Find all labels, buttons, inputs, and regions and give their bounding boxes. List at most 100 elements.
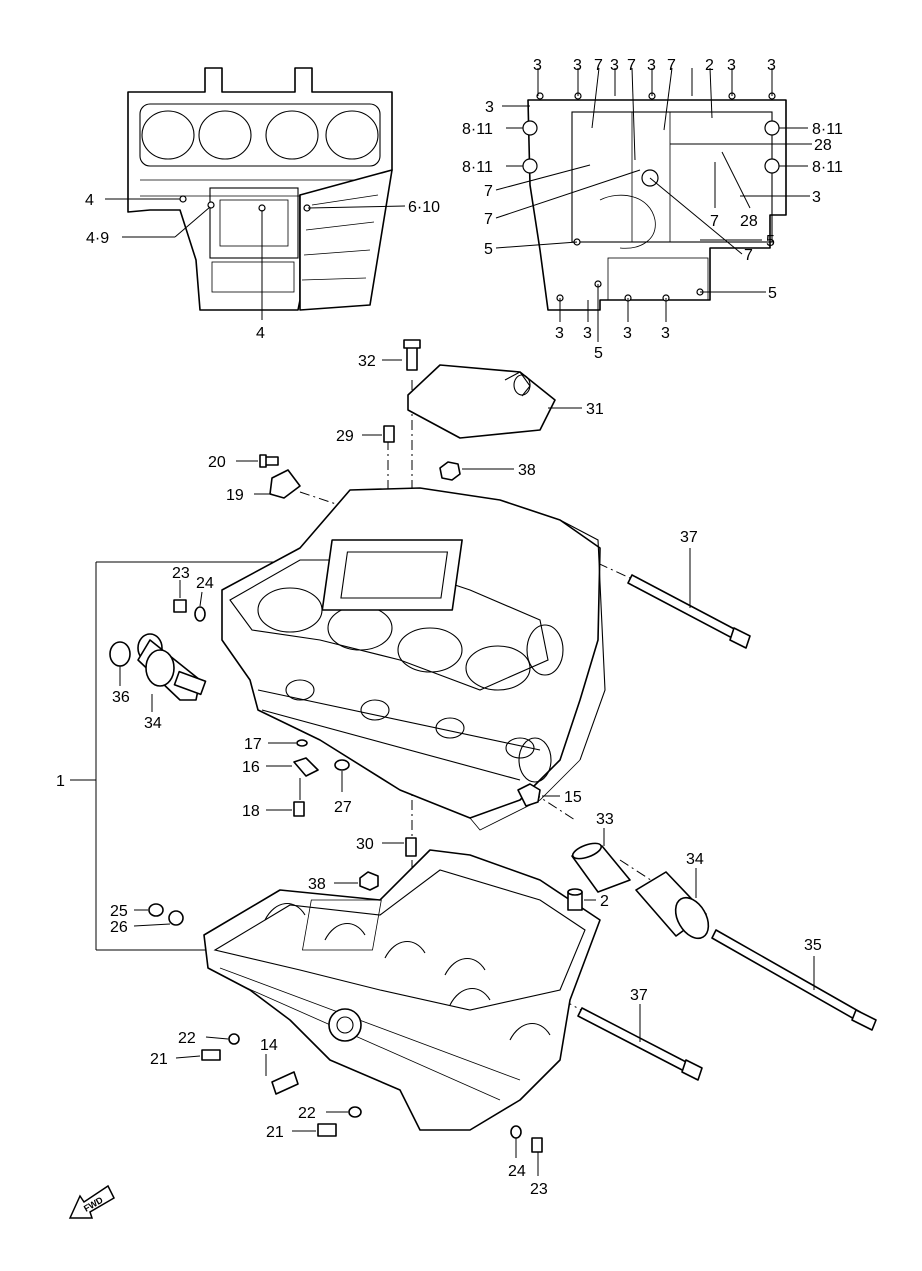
- callout-23a: 23: [172, 565, 190, 582]
- callout-24a: 24: [196, 575, 214, 592]
- plug-25: 25: [110, 903, 164, 920]
- callout-tr-t7: 2: [705, 57, 714, 74]
- callout-23b: 23: [530, 1181, 548, 1198]
- callout-24b: 24: [508, 1163, 526, 1180]
- callout-tr-l4: 7: [484, 211, 493, 228]
- nut-38a: 38: [439, 461, 536, 481]
- callout-14: 14: [260, 1037, 278, 1054]
- callout-tr-t8: 3: [727, 57, 736, 74]
- callout-38b: 38: [308, 876, 326, 893]
- callout-38a: 38: [518, 462, 536, 479]
- callout-36: 36: [112, 689, 130, 706]
- callout-tr-b3: 3: [661, 325, 670, 342]
- cap-15: 15: [517, 783, 582, 807]
- o-ring-17: 17: [244, 736, 308, 753]
- callout-tr-l0: 3: [485, 99, 494, 116]
- bolt-37a: 37: [627, 529, 751, 649]
- callout-1: 1: [56, 773, 65, 790]
- callout-tr-t6: 7: [667, 57, 676, 74]
- callout-tr-b1: 3: [583, 325, 592, 342]
- callout-25: 25: [110, 903, 128, 920]
- callout-30: 30: [356, 836, 374, 853]
- washer-22b: 22: [298, 1105, 362, 1122]
- washer-22a: 22: [178, 1030, 240, 1047]
- upper-crankcase: [221, 487, 606, 831]
- bolt-32: 32: [358, 339, 421, 371]
- washer-24a: 24: [194, 575, 214, 622]
- oil-filter-housing-34a: 34: [137, 633, 207, 732]
- callout-tr-t9: 3: [767, 57, 776, 74]
- callout-tr-b0: 3: [555, 325, 564, 342]
- fwd-arrow-icon: FWD: [68, 1184, 115, 1219]
- callout-29: 29: [336, 428, 354, 445]
- bolt-30: 30: [356, 836, 417, 857]
- callout-tr-b2: 3: [623, 325, 632, 342]
- lower-crankcase: [203, 849, 601, 1131]
- callout-tr-r2: 8·11: [812, 159, 843, 176]
- callout-tr-r8: 5: [768, 285, 777, 302]
- washer-24b: 24: [508, 1125, 526, 1180]
- callout-tr-r3: 3: [812, 189, 821, 206]
- callout-4b: 4: [256, 325, 265, 342]
- callout-tr-t4: 7: [627, 57, 636, 74]
- bolt-20: 20: [208, 454, 279, 471]
- bolt-37b: 37: [577, 987, 703, 1081]
- callout-18: 18: [242, 803, 260, 820]
- gasket-26: 26: [110, 910, 184, 936]
- nut-38b: 38: [308, 871, 379, 893]
- assembly-bracket: 1: [56, 561, 300, 951]
- callout-17: 17: [244, 736, 262, 753]
- lower-crankcase-inset: 3 3 7 3 7 3 7 2 3 3 3 8·11 8·11 7 7 5 8·…: [462, 57, 843, 362]
- callout-21a: 21: [150, 1051, 168, 1068]
- callout-tr-t2: 7: [594, 57, 603, 74]
- callout-31: 31: [586, 401, 604, 418]
- callout-35: 35: [804, 937, 822, 954]
- pipe-33: 33: [571, 811, 631, 893]
- callout-32: 32: [358, 353, 376, 370]
- callout-tr-l3: 7: [484, 183, 493, 200]
- callout-2: 2: [600, 893, 609, 910]
- callout-22b: 22: [298, 1105, 316, 1122]
- callout-34a: 34: [144, 715, 162, 732]
- callout-16: 16: [242, 759, 260, 776]
- callout-26: 26: [110, 919, 128, 936]
- callout-27: 27: [334, 799, 352, 816]
- callout-tr-r1: 28: [814, 137, 832, 154]
- callout-37b: 37: [630, 987, 648, 1004]
- breather-cover: 31: [407, 364, 604, 439]
- callout-tr-r6: 5: [766, 233, 775, 250]
- callout-34b: 34: [686, 851, 704, 868]
- callout-4a: 4: [85, 192, 94, 209]
- callout-6-10: 6·10: [408, 199, 440, 216]
- callout-22a: 22: [178, 1030, 196, 1047]
- callout-tr-b4: 5: [594, 345, 603, 362]
- callout-tr-l2: 8·11: [462, 159, 493, 176]
- callout-tr-t1: 3: [573, 57, 582, 74]
- callout-4-9: 4·9: [86, 230, 109, 247]
- dowel-2: 2: [567, 888, 609, 911]
- jet-16: 16: [242, 757, 319, 800]
- bolt-23a: 23: [172, 565, 190, 613]
- bolt-21b: 21: [266, 1123, 337, 1141]
- bolt-21a: 21: [150, 1049, 221, 1068]
- callout-tr-t3: 3: [610, 57, 619, 74]
- oil-filter-housing-34b: 34: [635, 851, 710, 940]
- plate-19: 19: [226, 469, 301, 504]
- nut-36: 36: [109, 641, 131, 706]
- callout-tr-t0: 3: [533, 57, 542, 74]
- callout-tr-r0: 8·11: [812, 121, 843, 138]
- plug-14: 14: [260, 1037, 299, 1095]
- o-ring-27: 27: [334, 759, 352, 816]
- callout-tr-r4: 28: [740, 213, 758, 230]
- callout-33: 33: [596, 811, 614, 828]
- bolt-23b: 23: [530, 1137, 548, 1198]
- callout-tr-t5: 3: [647, 57, 656, 74]
- callout-37a: 37: [680, 529, 698, 546]
- dowel-29: 29: [336, 425, 395, 445]
- upper-crankcase-inset: 4 4·9 6·10 4: [85, 67, 440, 342]
- bolt-35: 35: [711, 929, 877, 1031]
- bolt-18: 18: [242, 801, 305, 820]
- callout-tr-r5: 7: [710, 213, 719, 230]
- callout-19: 19: [226, 487, 244, 504]
